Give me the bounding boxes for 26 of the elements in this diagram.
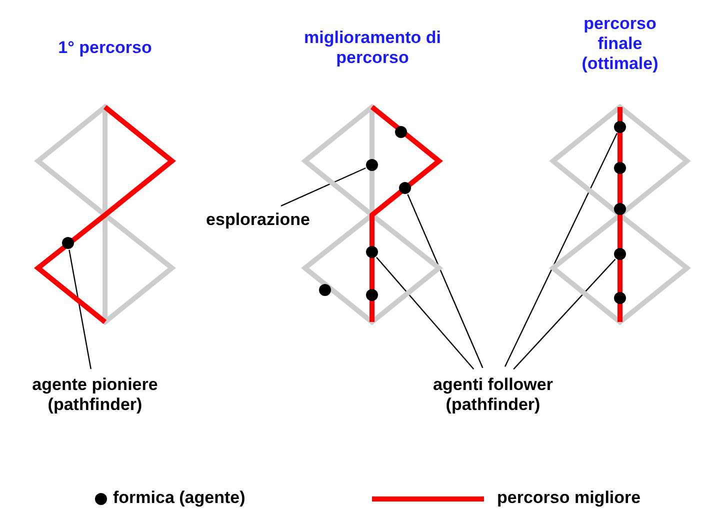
panel-title: 1° percorso [57,38,153,58]
ant-dot [614,292,626,304]
ant-dot [62,237,74,249]
callout-label: agenti follower (pathfinder) [408,375,578,415]
leader-line [280,167,366,206]
ant-dot [395,126,407,138]
ant-dot [614,203,626,215]
leader-line [504,133,618,367]
ant-dot [399,182,411,194]
leader-line [68,250,92,370]
legend-label: percorso migliore [497,488,641,508]
legend-label: formica (agente) [113,488,246,508]
callout-label: esplorazione [183,210,333,230]
leader-line [513,258,616,370]
panel-title: percorso finale (ottimale) [580,14,660,74]
ant-dot [366,159,378,171]
ant-dot [614,121,626,133]
ant-dot [614,162,626,174]
ant-dot [614,248,626,260]
ant-dot [366,289,378,301]
ant-dot [366,246,378,258]
panel-title: miglioramento di percorso [303,28,442,68]
ant-dot [319,284,331,296]
leader-line [376,256,474,370]
callout-label: agente pioniere (pathfinder) [5,375,185,415]
leader-line [407,194,484,368]
